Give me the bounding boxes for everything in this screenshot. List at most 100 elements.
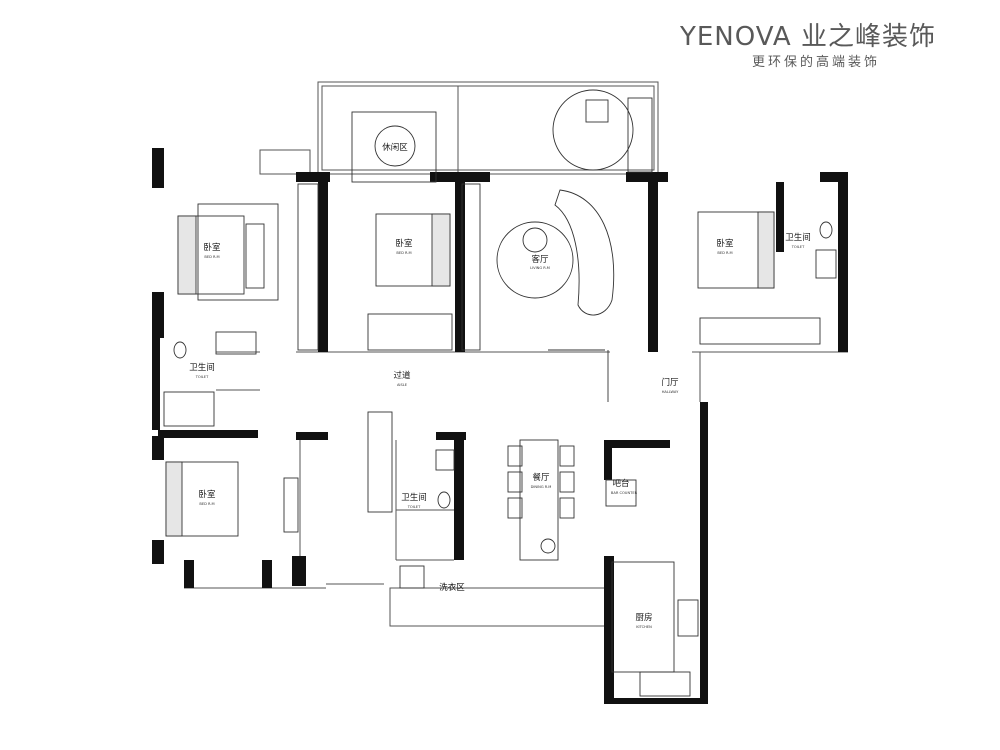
thin-outlines: [184, 81, 848, 627]
wall: [296, 172, 330, 182]
wall: [296, 432, 328, 440]
shower-w: [163, 391, 215, 427]
washer: [399, 565, 425, 589]
wall: [152, 148, 164, 188]
wall: [820, 172, 848, 182]
label-toilet-c-en: TOILET: [407, 505, 421, 509]
vanity-e: [815, 249, 837, 279]
laundry-balcony-outline: [389, 587, 609, 627]
wall: [158, 430, 258, 438]
wall: [184, 560, 194, 588]
label-bedroom-nw: 卧室: [203, 242, 221, 253]
label-toilet-e-en: TOILET: [791, 245, 805, 249]
coffee-table: [522, 227, 548, 253]
label-hallway: 门厅: [661, 377, 679, 388]
storage-cabinet: [367, 411, 393, 513]
label-toilet-w-en: TOILET: [195, 375, 209, 379]
label-leisure: 休闲区: [382, 142, 408, 153]
dining-chair: [507, 497, 523, 519]
label-dining-en: DINING R.M: [531, 485, 552, 489]
wc-w: [173, 341, 187, 359]
dining-table: [519, 439, 559, 561]
wall: [604, 698, 708, 704]
sink: [639, 671, 691, 697]
wall: [430, 172, 490, 182]
wall: [262, 560, 272, 588]
bed-headboard-ne: [757, 211, 775, 289]
wall: [152, 436, 164, 460]
dining-chair: [507, 471, 523, 493]
wall: [604, 440, 670, 448]
label-bar: 吧台: [612, 478, 629, 489]
leisure-desk: [351, 111, 437, 183]
label-laundry: 洗衣区: [439, 582, 465, 593]
brand-tagline: 更环保的高端装饰: [752, 55, 881, 70]
tv-cabinet-sw: [283, 477, 299, 533]
brand-name: YENOVA 业之峰装饰: [680, 22, 936, 52]
thick-walls: [152, 148, 848, 704]
label-hallway-en: HALLWAY: [662, 390, 679, 394]
vanity-w: [215, 331, 257, 355]
bed-headboard-mid: [431, 213, 451, 287]
label-bedroom-sw: 卧室: [198, 489, 216, 500]
label-kitchen-en: KITCHEN: [636, 625, 652, 629]
label-aisle: 过道: [393, 370, 411, 381]
wall: [152, 292, 164, 338]
label-bedroom-ne: 卧室: [716, 238, 734, 249]
wall: [700, 402, 708, 702]
label-bedroom-ne-en: BED R.M: [717, 251, 732, 255]
dining-chair: [559, 471, 575, 493]
wardrobe-ne: [699, 317, 821, 345]
wall: [292, 556, 306, 586]
living-rug: [496, 221, 574, 299]
wall: [152, 330, 160, 430]
balcony-cabinet: [627, 97, 653, 173]
label-toilet-e: 卫生间: [785, 232, 811, 243]
label-bedroom-mid-en: BED R.M: [396, 251, 411, 255]
label-dining: 餐厅: [532, 473, 550, 483]
bed-rug-nw: [197, 203, 279, 301]
nw-bay-window: [259, 149, 311, 175]
label-toilet-c: 卫生间: [401, 492, 427, 503]
wall: [648, 182, 658, 352]
dining-chair: [507, 445, 523, 467]
wall: [455, 182, 465, 352]
balcony-outline: [317, 81, 659, 175]
dining-lamp: [540, 538, 556, 554]
wardrobe-west: [297, 183, 319, 351]
bed-headboard-nw: [177, 215, 197, 295]
wall: [604, 448, 612, 480]
room-labels: 卧室 BED R.M 卧室 BED R.M 卧室 BED R.M 卧室 BED …: [189, 142, 811, 629]
label-bar-en: BAR COUNTER: [611, 491, 638, 495]
furniture: [163, 89, 837, 697]
wall: [838, 182, 848, 352]
label-living-en: LIVING R.M: [530, 266, 550, 270]
balcony-rug: [552, 89, 634, 171]
stove: [677, 599, 699, 637]
wall: [318, 182, 328, 352]
wardrobe-living: [461, 183, 481, 351]
label-aisle-en: AISLE: [397, 383, 408, 387]
basin-c: [435, 449, 455, 471]
leisure-table: [374, 125, 416, 167]
wall: [626, 172, 668, 182]
label-bedroom-nw-en: BED R.M: [204, 255, 219, 259]
bar-counter: [605, 479, 637, 507]
bench-nw: [245, 223, 265, 289]
bed-headboard-sw: [165, 461, 183, 537]
label-toilet-w: 卫生间: [189, 362, 215, 373]
wall: [152, 540, 164, 564]
wc-c: [437, 491, 451, 509]
wall: [454, 440, 464, 560]
label-living: 客厅: [531, 254, 549, 265]
label-bedroom-sw-en: BED R.M: [199, 502, 214, 506]
dining-chair: [559, 445, 575, 467]
dining-chair: [559, 497, 575, 519]
balcony-chair: [585, 99, 609, 123]
wc-e: [819, 221, 833, 239]
wardrobe-mid: [367, 313, 453, 351]
wall: [604, 556, 614, 702]
wall: [436, 432, 466, 440]
sofa: [554, 189, 615, 316]
